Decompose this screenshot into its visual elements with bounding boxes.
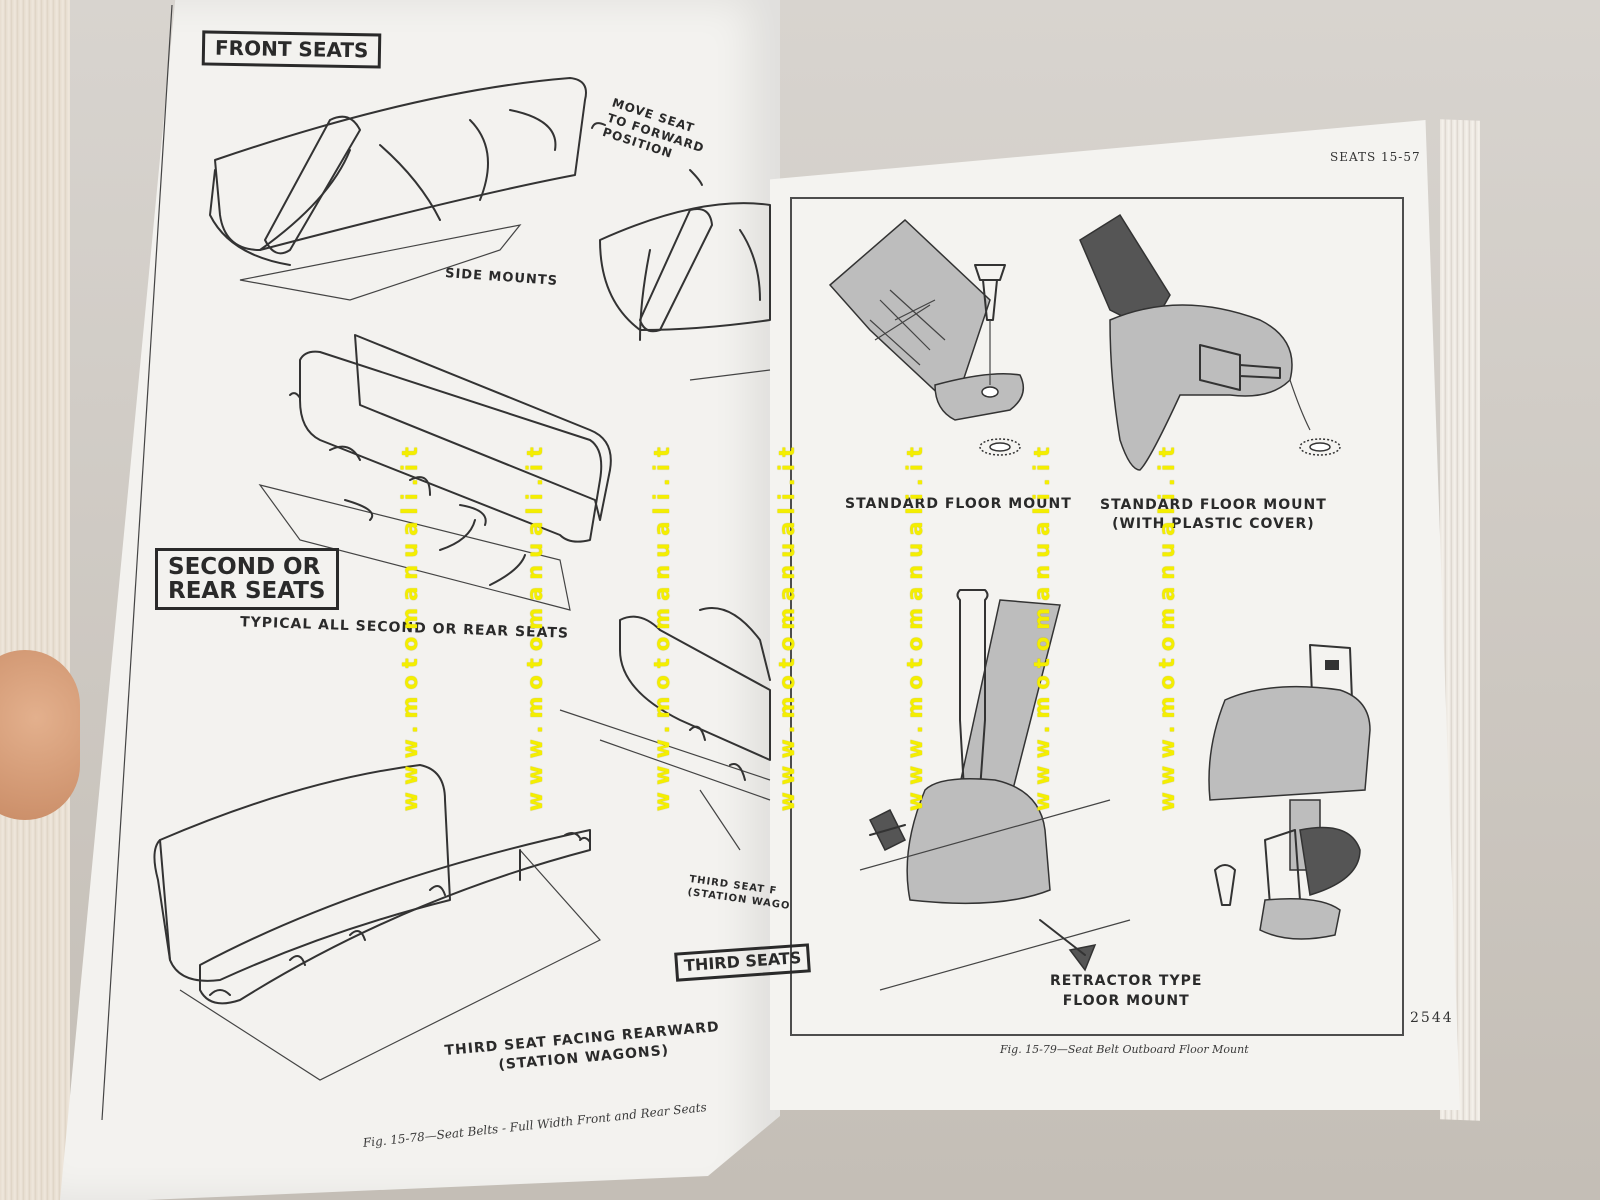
front-seats-heading: FRONT SEATS xyxy=(201,30,382,69)
bolt-icon xyxy=(1214,864,1236,906)
arrow-icon xyxy=(591,122,606,129)
right-page-frame xyxy=(790,197,1404,1036)
third-seat-rearward-illustration xyxy=(153,764,601,1081)
watermark: www.motomanuali.it xyxy=(1155,440,1179,812)
watermark: www.motomanuali.it xyxy=(650,440,674,812)
right-figure-caption: Fig. 15-79—Seat Belt Outboard Floor Moun… xyxy=(1000,1043,1249,1056)
front-seat-forward-illustration xyxy=(599,202,771,381)
standard-floor-mount-plastic-label: STANDARD FLOOR MOUNT (WITH PLASTIC COVER… xyxy=(1100,496,1327,534)
retractor-floor-mount-illustration xyxy=(859,589,1131,991)
book-left-edge xyxy=(0,0,70,1200)
retractor-line-2: FLOOR MOUNT xyxy=(1062,992,1190,1009)
standard-plastic-line-1: STANDARD FLOOR MOUNT xyxy=(1100,497,1327,513)
thumb xyxy=(0,650,80,820)
retractor-line-1: RETRACTOR TYPE xyxy=(1050,973,1203,989)
left-page-frame-line xyxy=(101,4,173,1121)
watermark: www.motomanuali.it xyxy=(903,440,927,812)
watermark: www.motomanuali.it xyxy=(1030,440,1054,812)
arrow-icon xyxy=(1068,943,1097,972)
rear-seat-illustration xyxy=(258,334,612,611)
screwdriver-icon xyxy=(956,589,989,861)
watermark: www.motomanuali.it xyxy=(398,440,422,812)
arrow-icon xyxy=(689,169,703,186)
retractor-label: RETRACTOR TYPE FLOOR MOUNT xyxy=(1050,972,1202,1011)
retractor-unit-illustration xyxy=(1208,644,1371,940)
front-seat-illustration xyxy=(209,77,587,301)
page-header: SEATS 15-57 xyxy=(1330,150,1421,164)
page-number: 2544 xyxy=(1410,1010,1454,1026)
watermark: www.motomanuali.it xyxy=(775,440,799,812)
standard-floor-mount-plastic-cover-illustration xyxy=(1079,213,1341,471)
left-page xyxy=(60,0,780,1200)
third-seat-side-illustration xyxy=(559,607,771,851)
standard-floor-mount-label: STANDARD FLOOR MOUNT xyxy=(845,496,1072,512)
standard-floor-mount-illustration xyxy=(828,218,1025,456)
standard-plastic-line-2: (WITH PLASTIC COVER) xyxy=(1112,515,1315,532)
watermark: www.motomanuali.it xyxy=(523,440,547,812)
arrow-icon xyxy=(564,832,581,839)
second-rear-line-1: SECOND OR xyxy=(168,554,321,580)
arrow-icon xyxy=(289,392,301,399)
second-rear-seats-heading: SECOND OR REAR SEATS xyxy=(155,548,339,611)
second-rear-line-2: REAR SEATS xyxy=(168,578,326,605)
